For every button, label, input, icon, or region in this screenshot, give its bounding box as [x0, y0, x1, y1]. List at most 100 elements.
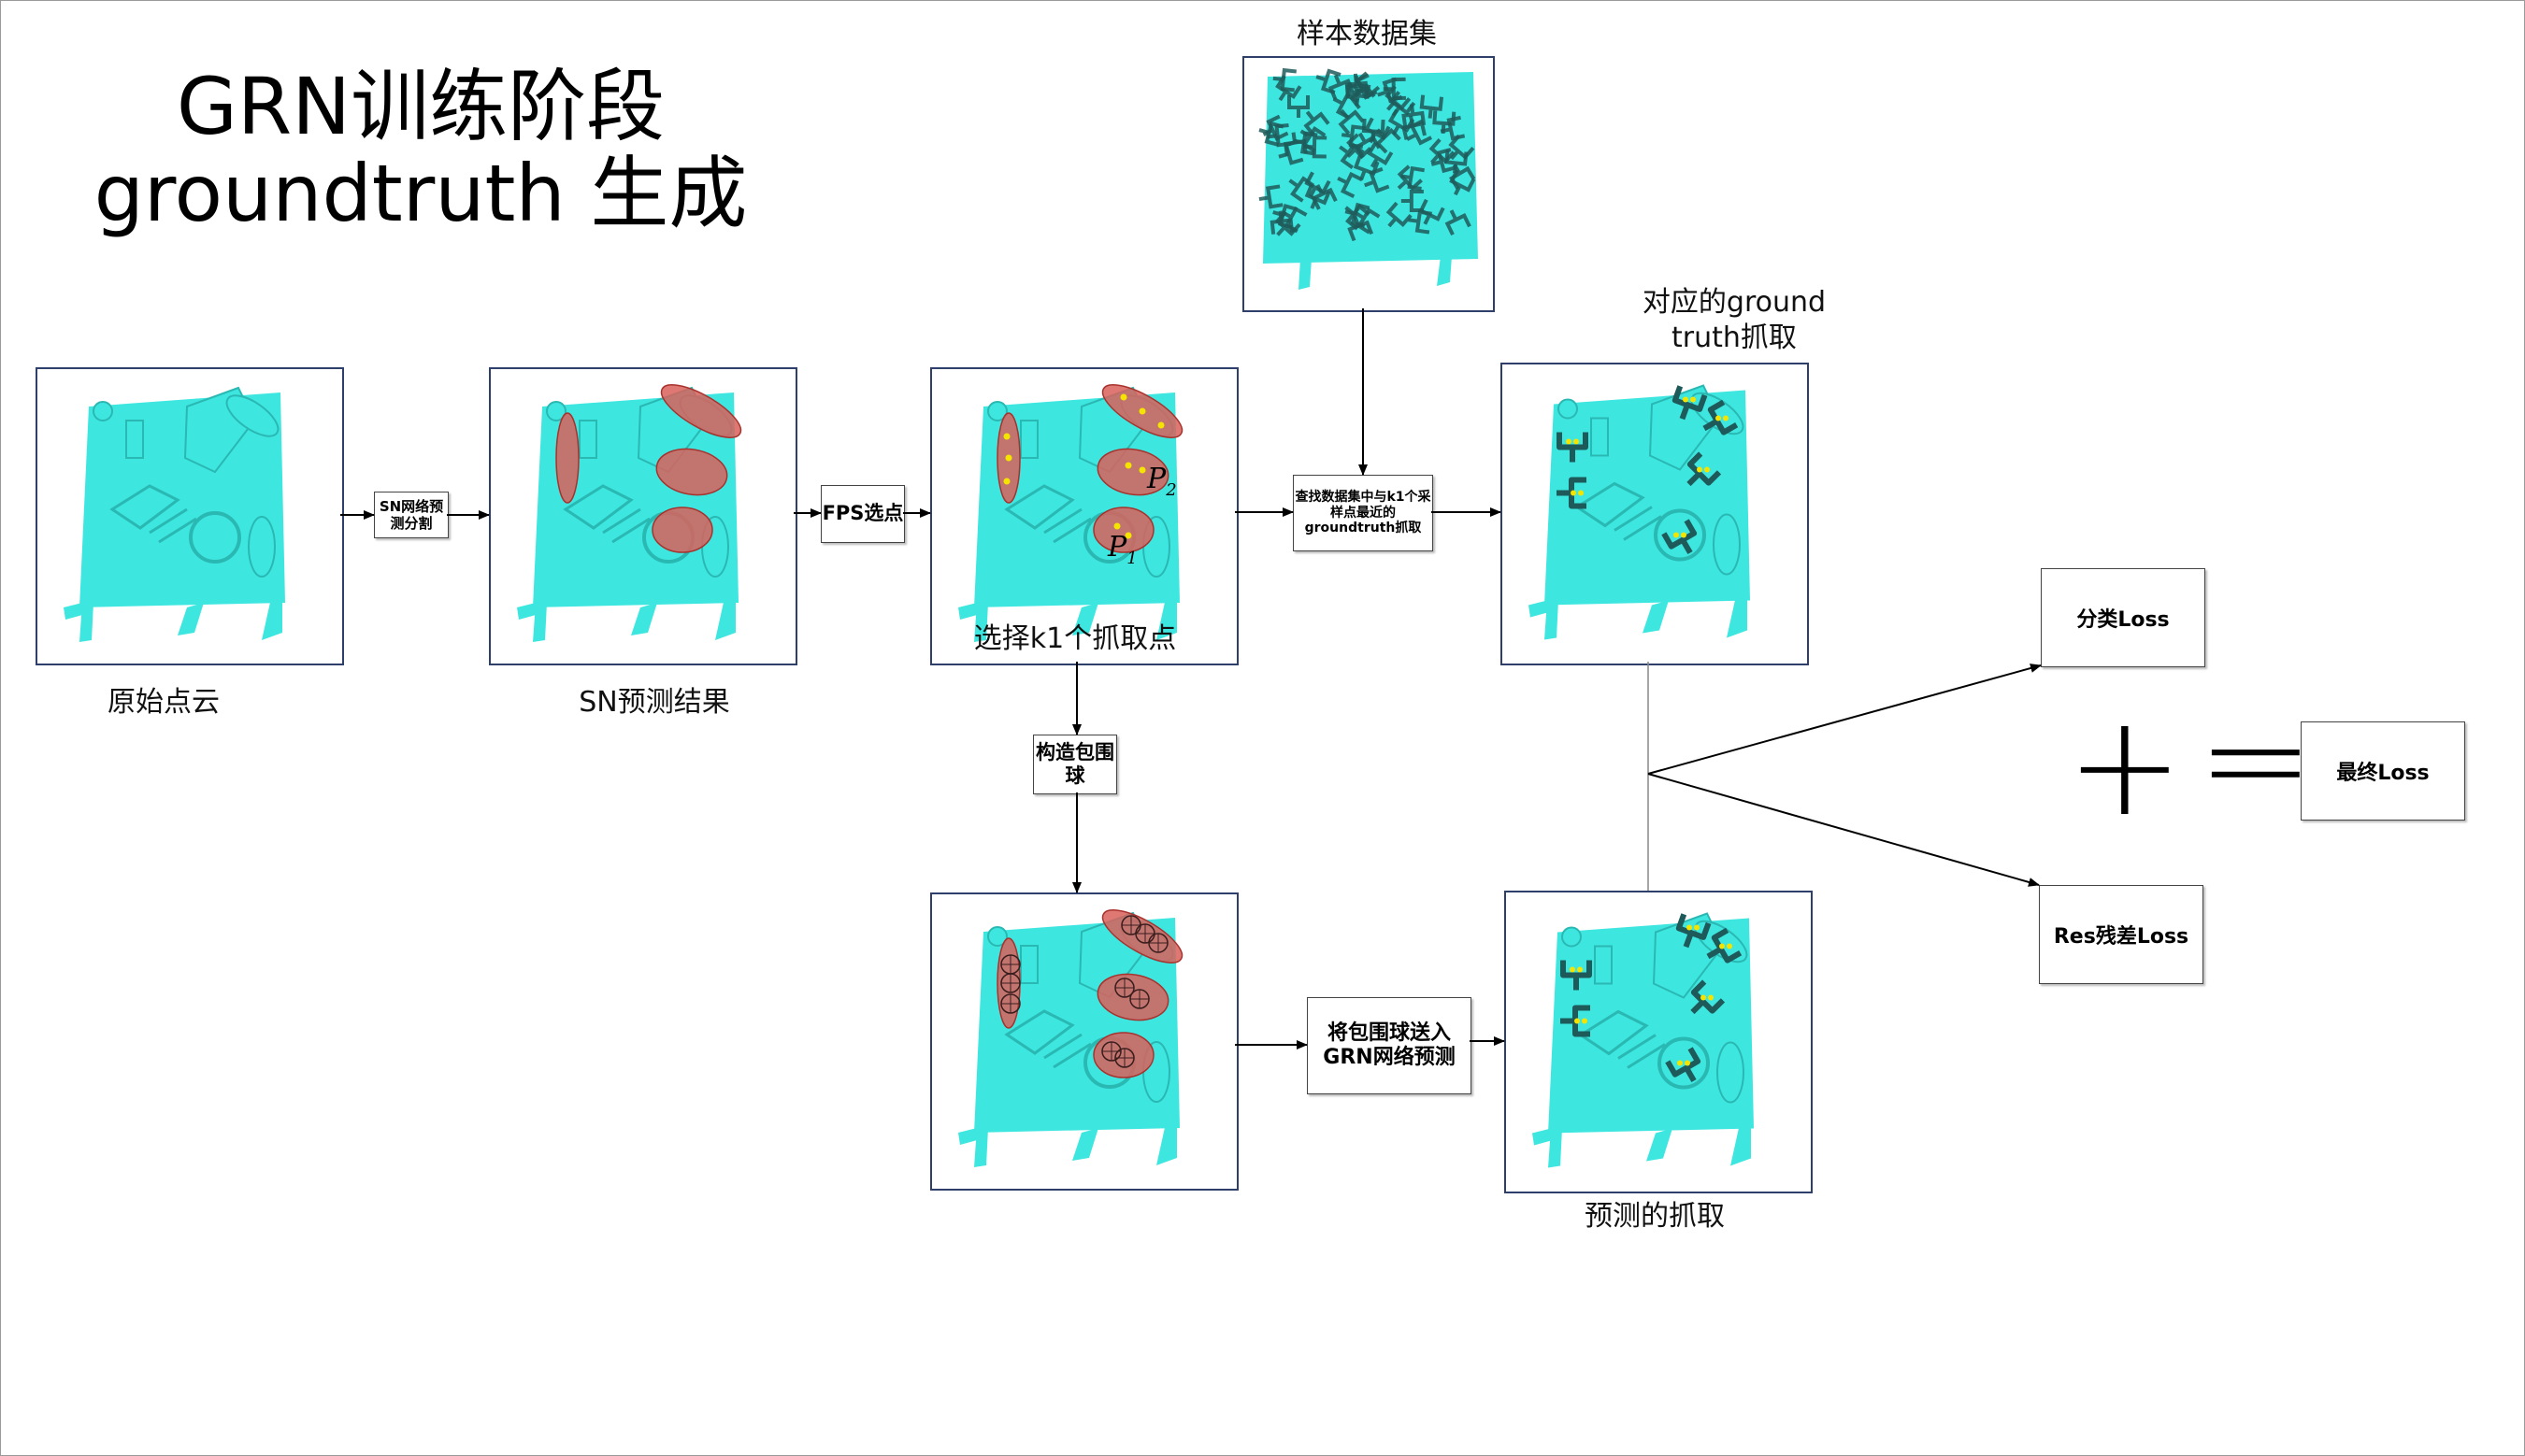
- object-cap: [1561, 926, 1582, 948]
- sphere-cross: [1115, 978, 1134, 997]
- image-original-cloud: [36, 367, 344, 665]
- dataset-gripper: [1354, 207, 1381, 235]
- dataset-gripper: [1332, 93, 1359, 120]
- grasp-point: [1577, 966, 1583, 973]
- dataset-gripper: [1364, 166, 1390, 193]
- gt-grasp-graphic: [1528, 384, 1750, 640]
- table-leg: [958, 1128, 981, 1145]
- segment-region: [1097, 448, 1169, 496]
- dataset-gripper: [1347, 215, 1374, 242]
- title-line-2: groundtruth 生成: [93, 148, 748, 239]
- dataset-gripper: [1385, 201, 1413, 228]
- image-gt-grasp: [1500, 363, 1809, 665]
- object-tool: [1043, 507, 1092, 544]
- label-p2: P2: [1146, 463, 1177, 500]
- box-find-nearest: 查找数据集中与k1个采样点最近的groundtruth抓取: [1293, 475, 1433, 551]
- object-can: [579, 420, 597, 459]
- grasp-point: [1694, 924, 1700, 931]
- dataset-gripper: [1258, 184, 1284, 209]
- sample-dataset-graphic: [1258, 67, 1478, 290]
- predicted-grasp-graphic: [1532, 912, 1754, 1168]
- grasp-point: [1003, 433, 1011, 440]
- table-leg: [1730, 1123, 1751, 1166]
- dataset-gripper: [1430, 148, 1456, 174]
- dataset-gripper: [1299, 126, 1327, 153]
- object-tool: [1614, 506, 1662, 541]
- dataset-gripper: [1366, 141, 1394, 168]
- caption-select-k1: 选择k1个抓取点: [973, 622, 1177, 655]
- object-can: [125, 420, 144, 459]
- dataset-gripper: [1303, 110, 1330, 137]
- grasp-point: [1578, 490, 1584, 496]
- grasp-point: [1157, 421, 1165, 429]
- dataset-gripper: [1339, 142, 1365, 170]
- image-bounding-spheres: [930, 892, 1239, 1191]
- table-leg: [262, 598, 282, 640]
- object-can: [1590, 417, 1609, 457]
- bowl: [1657, 1036, 1710, 1090]
- box-final-loss: 最终Loss: [2301, 721, 2465, 821]
- grasp-point: [1673, 532, 1679, 538]
- grasp-point: [1571, 490, 1576, 496]
- table-leg: [1072, 603, 1098, 635]
- dataset-gripper: [1288, 176, 1315, 203]
- gripper: [1557, 432, 1588, 463]
- box-send-grn: 将包围球送入GRN网络预测: [1307, 997, 1471, 1094]
- image-sample-dataset: [1242, 56, 1495, 312]
- object-tool: [1617, 1034, 1666, 1069]
- gripper: [1661, 519, 1698, 555]
- image-sn-result: [489, 367, 797, 665]
- grasp-point: [1690, 396, 1696, 403]
- gripper: [1665, 1047, 1701, 1083]
- sphere-cross: [1001, 994, 1020, 1013]
- grasp-point: [1574, 1018, 1580, 1024]
- dataset-gripper: [1344, 204, 1370, 231]
- gripper: [1560, 960, 1592, 991]
- object-cap: [93, 401, 113, 421]
- object-bottle: [225, 394, 280, 437]
- dataset-gripper: [1432, 110, 1456, 135]
- grasp-point: [1719, 943, 1725, 949]
- segment-region: [555, 412, 580, 504]
- original-cloud-graphic: [64, 386, 285, 642]
- grasp-point: [1003, 478, 1011, 485]
- caption-predicted-grasp: 预测的抓取: [1585, 1200, 1725, 1233]
- table-leg: [715, 598, 736, 640]
- dataset-gripper: [1419, 94, 1444, 119]
- gripper: [1671, 385, 1708, 421]
- dataset-gripper: [1344, 73, 1369, 97]
- table-leg: [178, 603, 204, 635]
- sn-result-graphic: [517, 384, 742, 642]
- object-can: [1020, 945, 1039, 984]
- table-leg: [1298, 259, 1312, 290]
- object-spray: [1713, 513, 1741, 576]
- dataset-gripper: [1361, 118, 1385, 142]
- arrow-to-cls-loss: [1647, 664, 2042, 775]
- table-leg: [1072, 1128, 1098, 1161]
- caption-original: 原始点云: [108, 686, 220, 719]
- grasp-point: [1573, 438, 1579, 445]
- select-points-graphic: P2 P1: [958, 384, 1184, 642]
- table-leg: [1528, 600, 1551, 618]
- dataset-gripper: [1315, 68, 1341, 94]
- grasp-point: [1697, 466, 1702, 473]
- equals-symbol: =: [2197, 678, 2315, 841]
- table-leg: [1646, 1128, 1672, 1162]
- segment-region: [1093, 507, 1155, 553]
- dataset-gripper: [1444, 209, 1471, 236]
- sphere-cross: [1001, 974, 1020, 992]
- bowl: [189, 511, 241, 564]
- sphere-cross: [1130, 990, 1149, 1008]
- object-clamp: [563, 484, 634, 530]
- dataset-gripper: [1401, 115, 1427, 140]
- image-predicted-grasp: [1504, 891, 1813, 1193]
- arrow-to-res-loss: [1647, 773, 2040, 887]
- bounding-spheres-graphic: [958, 909, 1184, 1167]
- segment-region: [652, 507, 713, 553]
- object-cap: [987, 926, 1008, 947]
- grasp-point: [1723, 415, 1729, 421]
- segment-region: [655, 448, 728, 496]
- image-select-points: P2 P1: [930, 367, 1239, 665]
- segment-region: [1093, 1032, 1155, 1078]
